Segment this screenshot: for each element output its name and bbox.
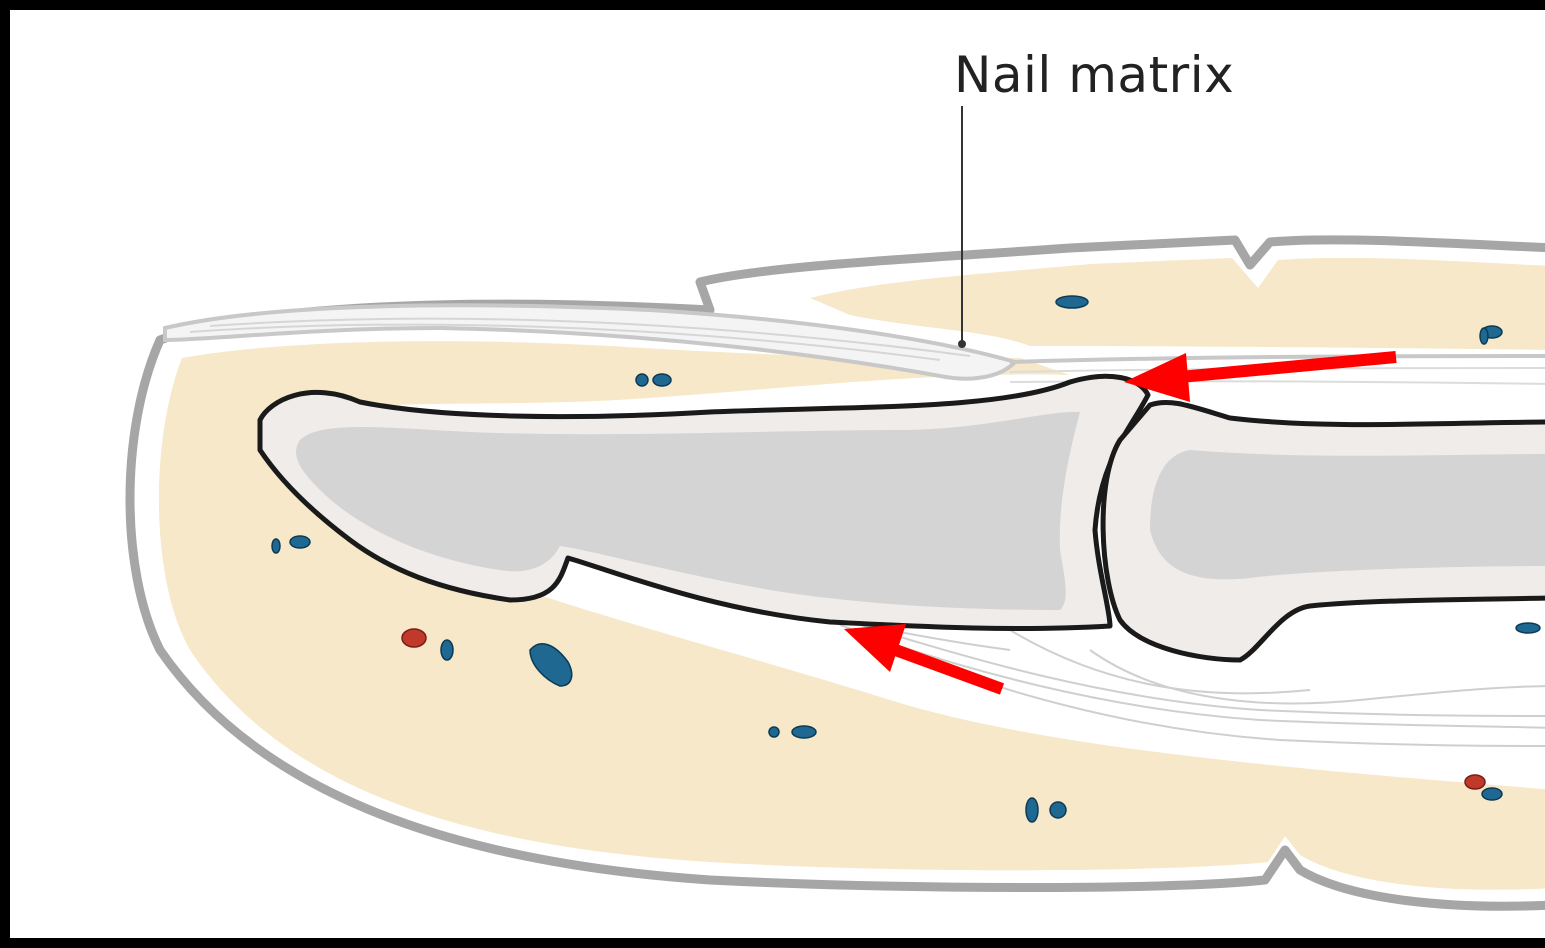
middle-phalanx-marrow — [1150, 450, 1545, 579]
nail-matrix-leader-dot — [958, 340, 966, 348]
nail-matrix-label: Nail matrix — [954, 46, 1234, 104]
finger-cross-section — [10, 10, 1545, 948]
